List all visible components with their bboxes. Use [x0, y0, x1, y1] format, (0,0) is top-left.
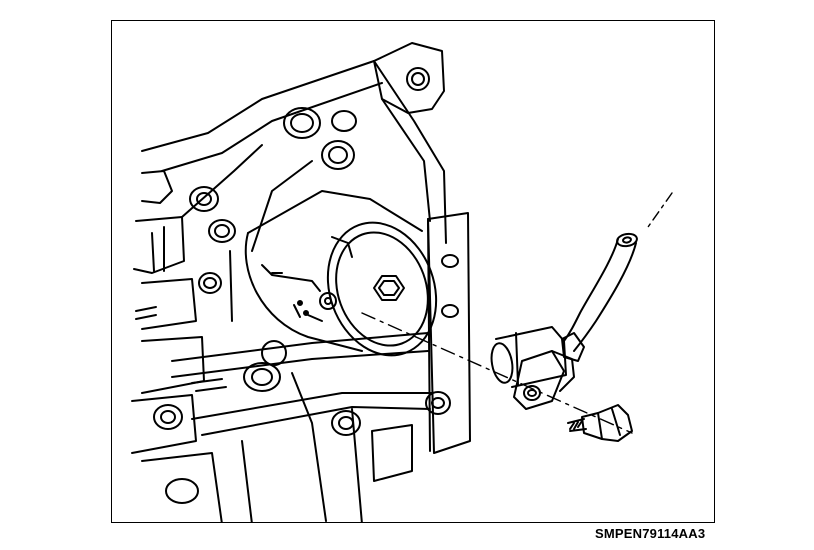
- illustration-frame: [111, 20, 715, 523]
- figure-reference-code: SMPEN79114AA3: [595, 526, 706, 541]
- sensor-assembly: [490, 232, 638, 410]
- mounting-bolt: [567, 404, 633, 442]
- engine-block: [131, 42, 471, 522]
- sensor-cable: [563, 238, 619, 342]
- cylindrical-housing: [244, 190, 438, 357]
- hex-bolt-head: [373, 275, 405, 301]
- engine-sensor-diagram: [131, 42, 673, 522]
- alignment-centerline: [361, 312, 633, 434]
